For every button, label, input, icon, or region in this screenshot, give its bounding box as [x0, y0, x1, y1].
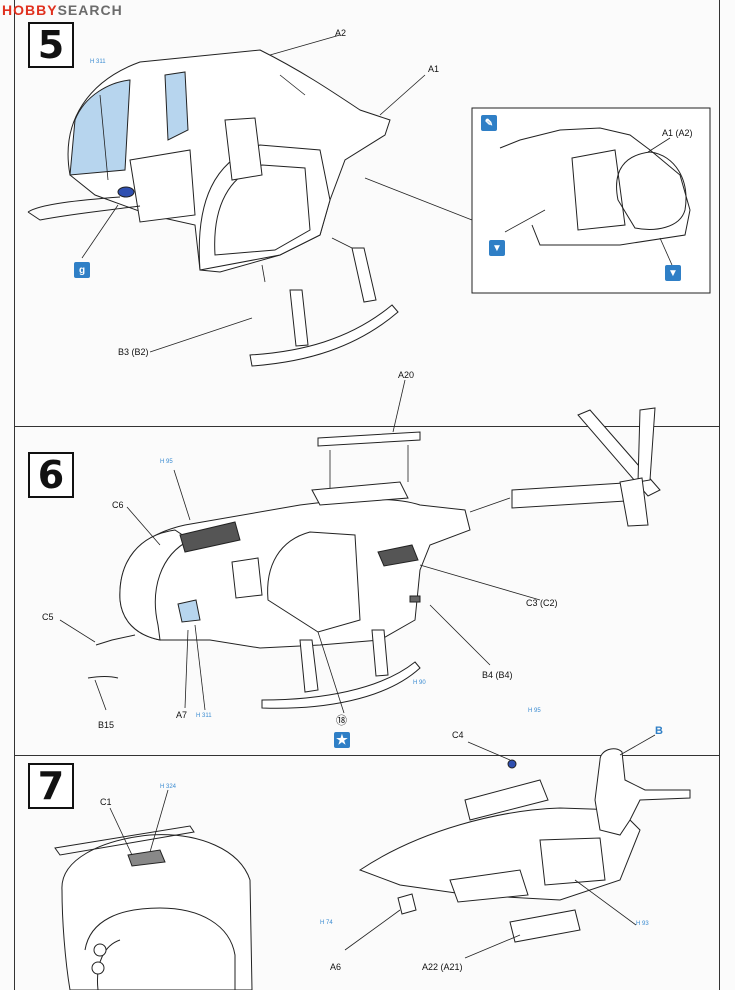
- paint-code-h95: H 95: [528, 708, 541, 714]
- label-a2: A2: [335, 28, 347, 38]
- label-b: B: [655, 725, 663, 737]
- step5-detail-inset: [471, 107, 711, 294]
- label-c1: C1: [100, 797, 112, 807]
- label-a7: A7: [176, 710, 188, 720]
- label-c6: C6: [112, 500, 124, 510]
- watermark-brand-right: SEARCH: [57, 2, 123, 18]
- label-c3-c2: C3 (C2): [526, 598, 558, 608]
- page-frame: [14, 0, 720, 990]
- paint-code-h311: H 311: [196, 713, 212, 719]
- watermark-brand-left: HOBBY: [2, 2, 58, 18]
- paint-code-h90: H 90: [413, 680, 426, 686]
- label-a1: A1: [428, 64, 440, 74]
- decal-number: ⑱: [336, 715, 347, 727]
- label-b15: B15: [98, 720, 115, 730]
- glue-icon: g: [74, 262, 90, 278]
- step-number-5: 5: [28, 22, 74, 68]
- step5-fuselage-drawing: [27, 34, 473, 367]
- paint-code-h93: H 93: [636, 921, 649, 927]
- label-a6: A6: [330, 962, 342, 972]
- pin-icon: ▼: [665, 265, 681, 281]
- watermark-logo: HOBBYSEARCH: [2, 2, 123, 18]
- step6-fuselage-drawing: [59, 379, 661, 714]
- step-number-6: 6: [28, 452, 74, 498]
- label-c4: C4: [452, 730, 464, 740]
- label-a22-a21: A22 (A21): [422, 962, 463, 972]
- step-divider-6: [14, 426, 720, 427]
- paint-brush-icon: ✎: [481, 115, 497, 131]
- star-icon: ★: [334, 732, 350, 748]
- label-b4-b4: B4 (B4): [482, 670, 513, 680]
- paint-code-h74: H 74: [320, 920, 333, 926]
- paint-code-h311: H 311: [90, 59, 106, 65]
- label-a20: A20: [398, 370, 415, 380]
- step7-drawings: [54, 734, 691, 990]
- step-number-7: 7: [28, 763, 74, 809]
- label-a1-a2: A1 (A2): [662, 128, 693, 138]
- step-divider-7: [14, 755, 720, 756]
- pin-icon: ▼: [489, 240, 505, 256]
- paint-code-h324: H 324: [160, 784, 177, 790]
- paint-code-h95: H 95: [160, 459, 173, 465]
- label-b3-b2: B3 (B2): [118, 347, 149, 357]
- label-c5: C5: [42, 612, 54, 622]
